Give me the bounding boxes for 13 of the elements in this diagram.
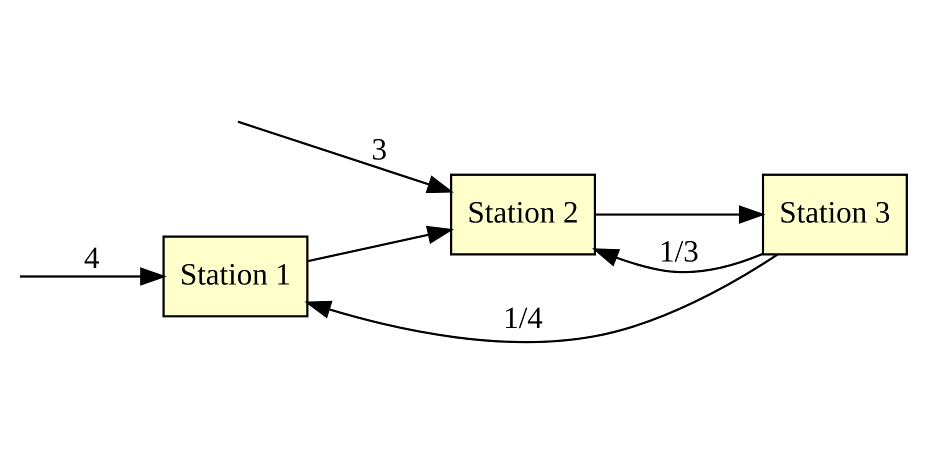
node-box: Station 3 xyxy=(762,173,908,255)
arrow xyxy=(238,120,454,193)
edge-label: 1/3 xyxy=(659,232,699,268)
arrow xyxy=(595,204,766,224)
arrow xyxy=(307,225,454,262)
edge-label: 4 xyxy=(84,240,100,275)
node-box: Station 2 xyxy=(450,173,596,255)
arrow xyxy=(304,253,778,343)
node-box: Station 1 xyxy=(162,235,308,317)
arrow xyxy=(592,248,764,273)
edge-label: 3 xyxy=(372,131,387,166)
arrow xyxy=(20,266,167,286)
edge-label: 1/4 xyxy=(503,299,543,334)
